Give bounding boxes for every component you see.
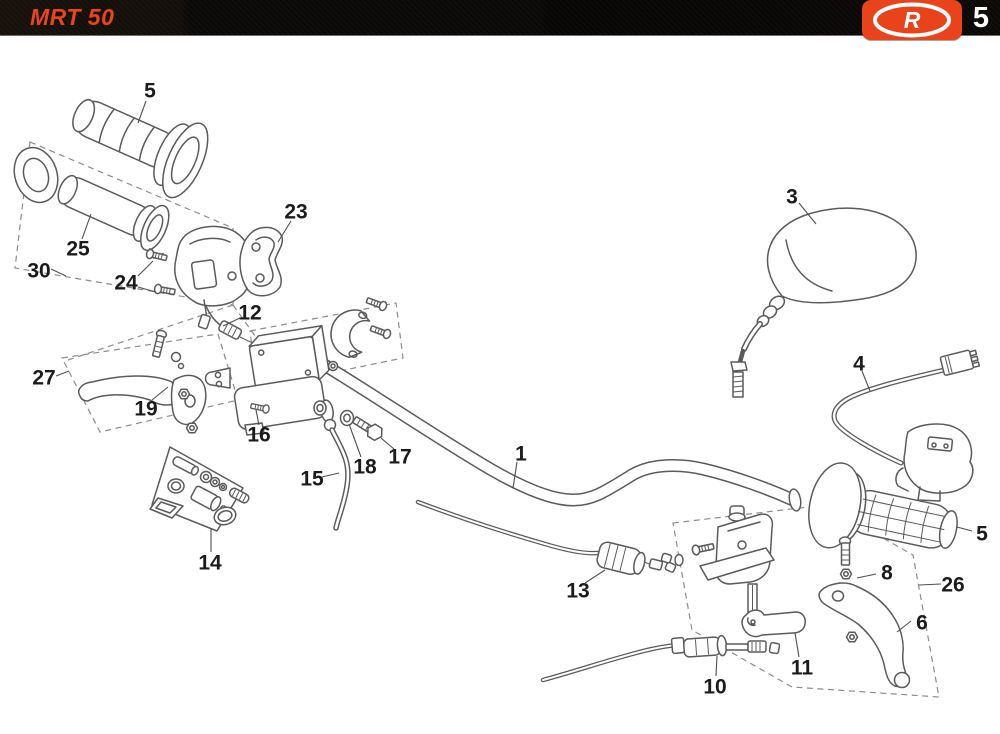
svg-text:4: 4: [853, 353, 865, 376]
svg-text:11: 11: [791, 657, 814, 680]
part-label-5-0: 5: [137, 80, 156, 124]
grip-right: [808, 462, 958, 549]
part-label-23-4: 23: [277, 201, 308, 243]
part-label-11-21: 11: [791, 632, 814, 680]
choke-lever: [741, 609, 806, 638]
switch-cable: [831, 349, 981, 466]
part-label-16-8: 16: [247, 409, 271, 447]
svg-text:3: 3: [786, 186, 798, 209]
brand-logo-icon: R: [873, 2, 951, 38]
handlebar: [309, 352, 802, 512]
brand-logo-badge: R: [862, 0, 962, 40]
svg-text:23: 23: [284, 201, 307, 224]
cable-connector: [939, 349, 981, 376]
group-27-boundary: [61, 333, 239, 433]
svg-text:1: 1: [515, 443, 527, 466]
part-label-14-12: 14: [198, 528, 222, 575]
part-label-4-15: 4: [853, 353, 871, 392]
part-label-8-18: 8: [856, 562, 893, 585]
switch-housing-right: [895, 423, 974, 502]
switch-housing-left: [174, 225, 251, 330]
svg-text:27: 27: [32, 367, 55, 390]
switch-backplate: [239, 226, 284, 297]
svg-text:18: 18: [353, 456, 377, 479]
svg-text:14: 14: [198, 552, 222, 575]
svg-text:16: 16: [247, 424, 270, 447]
grip-left: [72, 98, 209, 199]
brand-logo-letter: R: [904, 7, 921, 33]
part-label-30-2: 30: [27, 260, 67, 283]
svg-text:24: 24: [114, 272, 138, 295]
part-label-15-11: 15: [300, 468, 340, 491]
part-label-19-7: 19: [134, 386, 169, 421]
part-label-3-14: 3: [786, 186, 817, 225]
seal-repair-kit: [149, 446, 250, 532]
svg-text:13: 13: [566, 580, 589, 603]
group-connector-b: [232, 304, 259, 341]
throttle-tube: [57, 174, 170, 259]
part-label-27-6: 27: [32, 367, 70, 390]
svg-text:12: 12: [238, 302, 261, 325]
banjo-washers: [313, 400, 355, 427]
master-cylinder: [204, 325, 334, 436]
svg-text:25: 25: [66, 238, 90, 261]
part-label-24-3: 24: [114, 260, 157, 295]
bolt-8: [838, 536, 853, 580]
handlebar-right-end: [788, 488, 802, 512]
handlebar-clamp: [330, 295, 393, 359]
svg-text:19: 19: [134, 398, 157, 421]
part-label-12-5: 12: [222, 302, 262, 327]
brake-hose: [323, 418, 351, 531]
clutch-lever: [818, 582, 911, 689]
svg-text:5: 5: [144, 80, 156, 103]
part-label-25-1: 25: [66, 213, 92, 261]
part-label-10-22: 10: [703, 655, 727, 699]
svg-text:26: 26: [941, 574, 964, 597]
part-label-13-16: 13: [566, 569, 606, 603]
part-label-26-19: 26: [918, 574, 965, 597]
header-texture: [0, 0, 1000, 35]
page-number: 5: [972, 2, 990, 34]
svg-text:5: 5: [976, 523, 988, 546]
housing-screws: [144, 247, 177, 298]
clutch-cable: [540, 634, 781, 683]
svg-text:15: 15: [300, 468, 324, 491]
svg-text:30: 30: [27, 260, 50, 283]
throttle-bracket: [660, 505, 775, 624]
svg-text:17: 17: [388, 446, 411, 469]
part-label-5-17: 5: [956, 523, 988, 546]
mirror: [730, 207, 917, 398]
model-title: MRT 50: [30, 4, 115, 30]
throttle-cable: [415, 499, 677, 575]
banjo-bolt: [352, 416, 383, 442]
part-label-6-20: 6: [896, 612, 928, 635]
header-bar: MRT 50: [0, 0, 1000, 36]
svg-text:8: 8: [881, 562, 893, 585]
part-label-18-9: 18: [348, 423, 377, 479]
svg-text:6: 6: [916, 612, 928, 635]
throttle-ring-washer: [13, 146, 59, 204]
svg-text:10: 10: [703, 676, 726, 699]
group-connector-a: [67, 304, 234, 361]
part-label-1-13: 1: [512, 443, 527, 489]
part-label-17-10: 17: [380, 437, 412, 469]
